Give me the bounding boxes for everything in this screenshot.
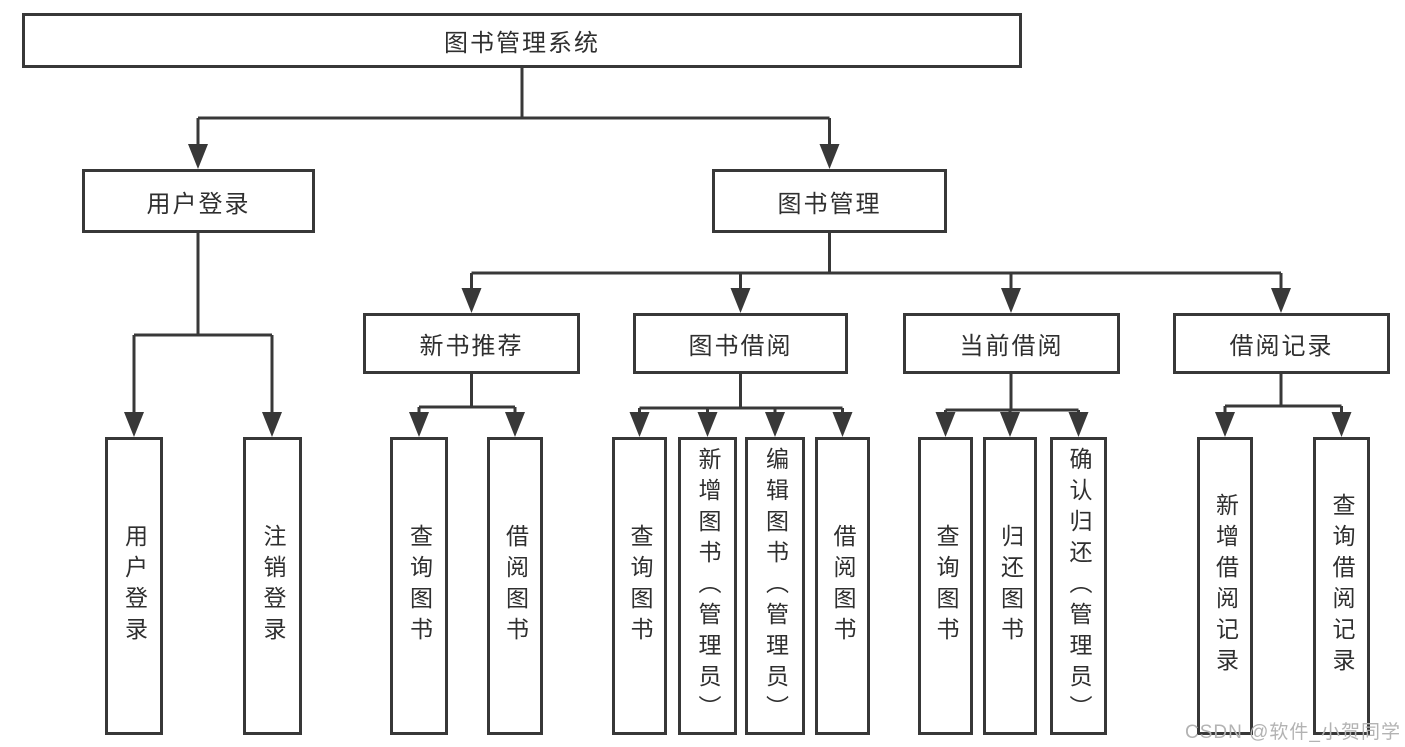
arrowhead-icon [1000,412,1020,437]
arrowhead-icon [730,288,751,313]
connector [1215,374,1352,437]
node-new-book-recommend: 新书推荐 [363,313,580,374]
node-user-login: 用户登录 [82,169,315,233]
arrowhead-icon [1331,412,1352,437]
arrowhead-icon [1271,288,1291,313]
leaf-user-login: 用户登录 [105,437,163,735]
leaf-add-book-admin: 新增图书（管理员） [678,437,737,735]
arrowhead-icon [765,412,785,437]
arrowhead-icon [505,412,525,437]
node-root: 图书管理系统 [22,13,1022,68]
connector [935,374,1089,437]
leaf-return-books: 归还图书 [983,437,1037,735]
arrowhead-icon [697,412,718,437]
arrowhead-icon [1001,288,1021,313]
leaf-query-books-recommend: 查询图书 [390,437,448,735]
leaf-query-borrow-record: 查询借阅记录 [1313,437,1370,735]
arrowhead-icon [1068,412,1089,437]
arrowhead-icon [629,412,650,437]
node-current-borrowing: 当前借阅 [903,313,1120,374]
connector [461,233,1291,313]
arrowhead-icon [935,412,956,437]
arrowhead-icon [188,144,208,169]
csdn-watermark: CSDN @软件_小贺同学 [1185,722,1401,743]
node-book-management: 图书管理 [712,169,947,233]
arrowhead-icon [409,412,429,437]
leaf-borrow-books-recommend: 借阅图书 [487,437,543,735]
connector [124,233,282,437]
connector [188,68,840,169]
leaf-borrow-books-borrowing: 借阅图书 [815,437,870,735]
arrowhead-icon [124,412,144,437]
connector [629,374,853,437]
leaf-edit-book-admin: 编辑图书（管理员） [745,437,805,735]
node-borrowing-records: 借阅记录 [1173,313,1390,374]
leaf-add-borrow-record: 新增借阅记录 [1197,437,1253,735]
arrowhead-icon [1215,412,1235,437]
arrowhead-icon [262,412,282,437]
arrowhead-icon [819,144,840,169]
leaf-logout: 注销登录 [243,437,302,735]
arrowhead-icon [832,412,853,437]
arrowhead-icon [461,288,482,313]
node-book-borrowing: 图书借阅 [633,313,848,374]
leaf-query-books-current: 查询图书 [918,437,973,735]
leaf-confirm-return-admin: 确认归还（管理员） [1050,437,1107,735]
connector [409,374,525,437]
leaf-query-books-borrowing: 查询图书 [612,437,667,735]
